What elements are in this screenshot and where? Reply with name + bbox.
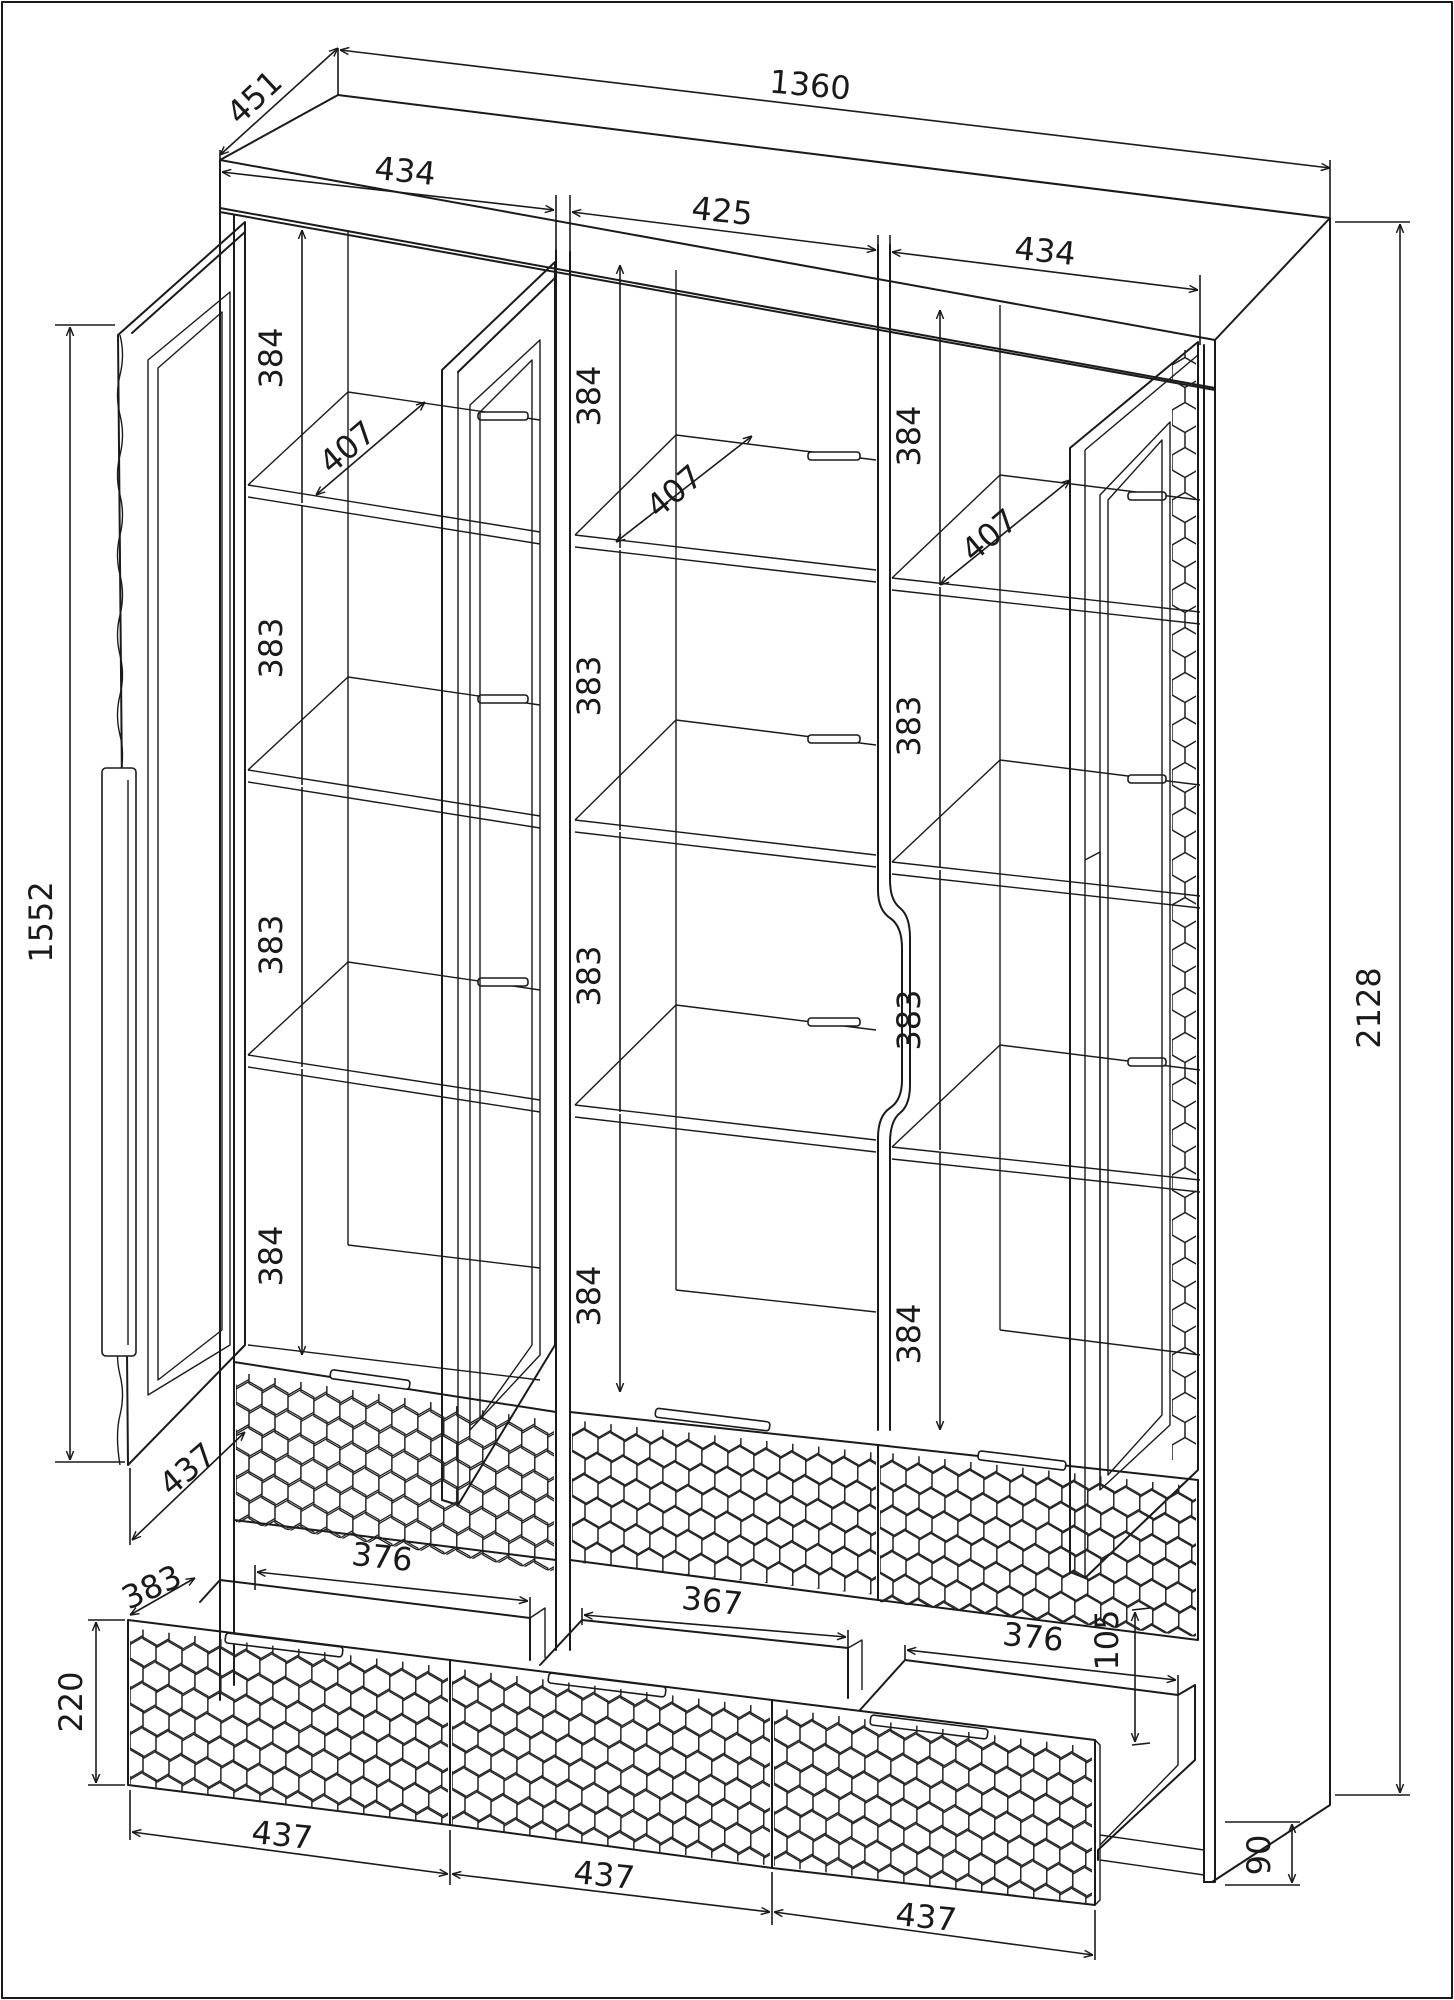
label-middle-height-1: 384: [570, 365, 608, 426]
label-left-height-4: 384: [252, 1225, 290, 1286]
label-drawer-inner-right: 376: [1001, 1615, 1066, 1659]
upper-drawers: [233, 1361, 1199, 1641]
dimension-labels: 1360 451 434 425 434 2128 1552 90 384 38…: [22, 63, 1388, 1940]
honeycomb-cell-group: [130, 1628, 448, 1826]
label-door-height: 1552: [22, 881, 60, 962]
honeycomb-cell-group: [452, 1668, 770, 1866]
honeycomb-cell-group: [880, 1452, 1196, 1637]
honeycomb-cell-group: [236, 1372, 554, 1572]
label-section-width-right: 434: [1013, 229, 1078, 273]
label-left-height-2: 383: [252, 617, 290, 678]
label-right-height-2: 383: [890, 695, 928, 756]
label-right-height-1: 384: [890, 405, 928, 466]
shelves: [247, 391, 1201, 1381]
door-handles: [477, 411, 1167, 1067]
dimension-lines: [55, 48, 1410, 1960]
label-right-height-3: 383: [890, 989, 928, 1050]
middle-left-door: [441, 261, 556, 1506]
label-overall-width: 1360: [768, 63, 852, 108]
right-door: [1069, 341, 1199, 1579]
label-drawer-front-right: 437: [894, 1895, 959, 1939]
left-door: [101, 221, 246, 1466]
label-right-height-4: 384: [890, 1303, 928, 1364]
label-shelf-depth-right: 407: [954, 501, 1025, 569]
middle-right-door-edge: [877, 244, 911, 1431]
honeycomb-cell-group: [774, 1708, 1092, 1906]
label-left-height-3: 383: [252, 914, 290, 975]
label-middle-height-3: 383: [570, 945, 608, 1006]
label-drawer-front-left: 437: [250, 1813, 315, 1857]
label-drawer-front-middle: 437: [572, 1853, 637, 1897]
label-shelf-depth-left: 407: [312, 413, 383, 481]
label-drawer-height: 220: [52, 1671, 90, 1732]
label-drawer-box-height: 105: [1088, 1609, 1126, 1670]
label-middle-height-2: 383: [570, 655, 608, 716]
label-section-width-middle: 425: [690, 189, 755, 233]
label-overall-height: 2128: [1350, 967, 1388, 1048]
label-section-width-left: 434: [373, 149, 438, 193]
label-drawer-inner-left: 376: [350, 1535, 415, 1579]
label-middle-height-4: 384: [570, 1265, 608, 1326]
label-drawer-inner-middle: 367: [680, 1579, 745, 1623]
honeycomb-cell-group: [1172, 350, 1196, 1460]
cabinet-body: [219, 94, 1331, 1883]
label-door-depth: 437: [152, 1435, 223, 1503]
label-left-height-1: 384: [252, 327, 290, 388]
label-plinth-height: 90: [1240, 1835, 1278, 1876]
label-drawer-depth: 383: [116, 1557, 187, 1617]
label-overall-depth: 451: [219, 63, 290, 132]
